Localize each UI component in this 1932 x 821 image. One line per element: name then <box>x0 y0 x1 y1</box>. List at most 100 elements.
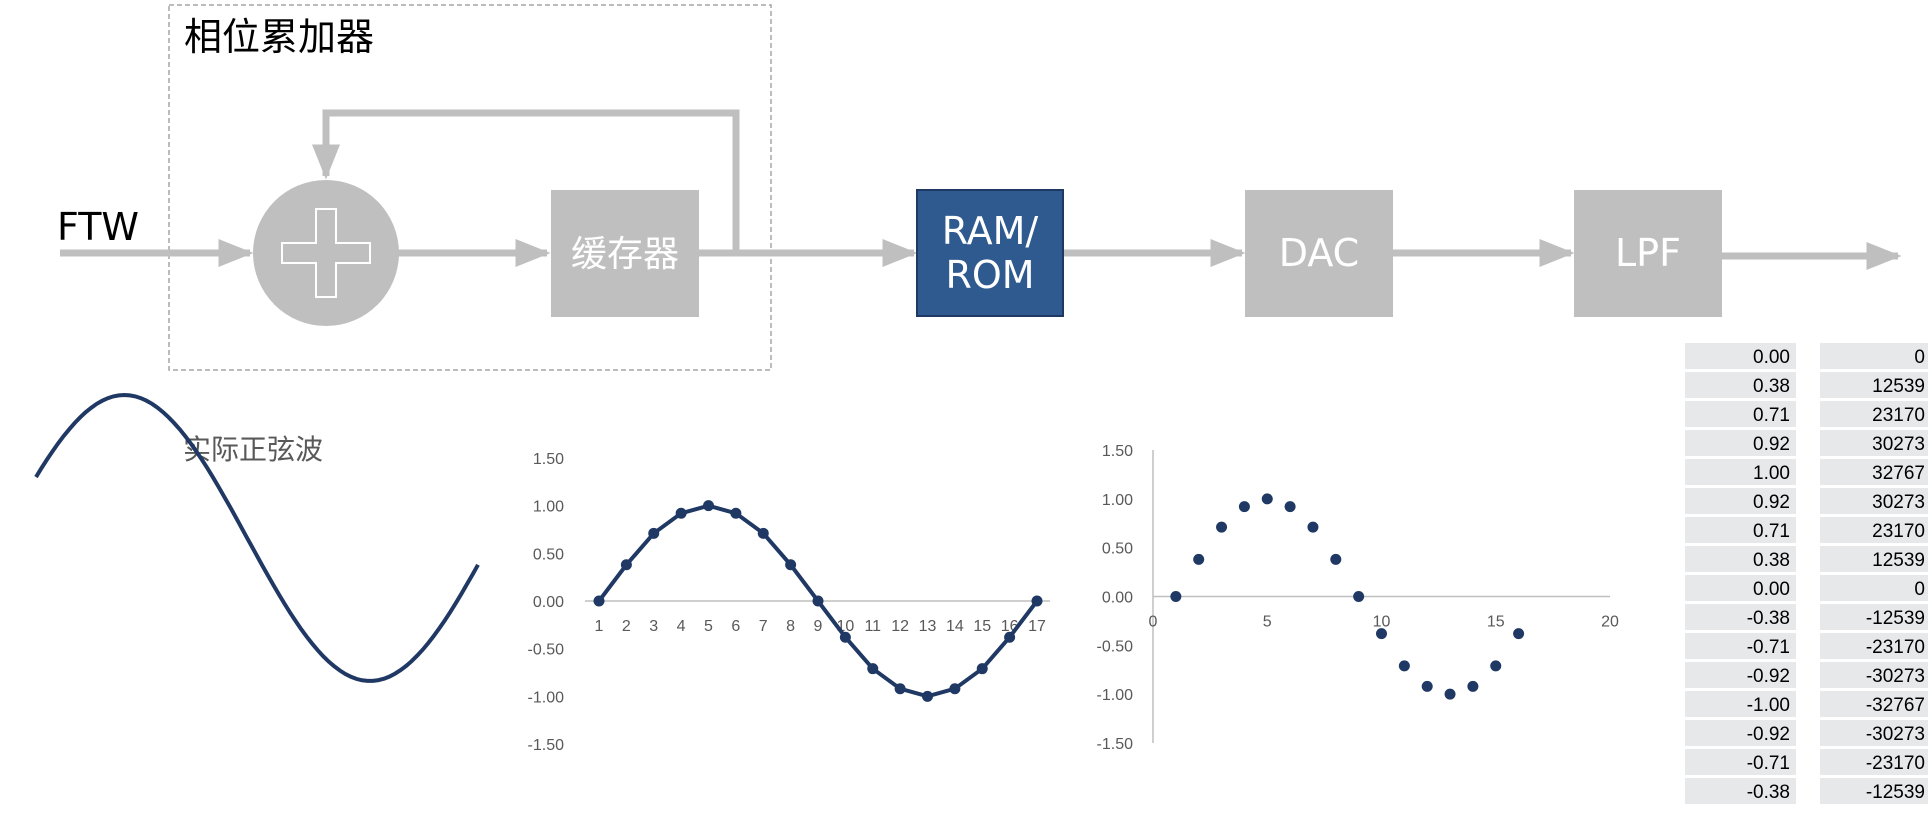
x-tick-label: 2 <box>622 618 631 635</box>
table-cell: -12539 <box>1866 782 1925 803</box>
table-cell: 12539 <box>1872 376 1925 397</box>
table-cell: 0.00 <box>1753 579 1790 600</box>
table-cell: -0.38 <box>1747 608 1790 629</box>
ram-rom-label-line2: ROM <box>945 253 1034 297</box>
data-point <box>1238 501 1250 513</box>
data-point <box>1193 553 1205 565</box>
table-cell-bg <box>1685 430 1796 456</box>
x-tick-label: 12 <box>891 618 909 635</box>
table-cell: 0 <box>1914 347 1925 368</box>
data-point <box>1444 688 1456 700</box>
table-cell: -0.92 <box>1747 666 1790 687</box>
table-cell-bg <box>1685 517 1796 543</box>
table-cell: 0 <box>1914 579 1925 600</box>
table-cell: 12539 <box>1872 550 1925 571</box>
table-cell-bg <box>1820 575 1928 601</box>
table-cell-bg <box>1685 401 1796 427</box>
table-cell-bg <box>1685 749 1796 775</box>
adder-circle <box>253 180 399 326</box>
table-cell: -0.71 <box>1747 637 1790 658</box>
data-point <box>675 507 687 519</box>
data-point <box>1490 660 1502 672</box>
y-tick-label: -1.50 <box>528 737 565 754</box>
table-cell-bg <box>1820 372 1928 398</box>
data-point <box>620 559 632 571</box>
table-cell-bg <box>1685 459 1796 485</box>
x-tick-label: 1 <box>595 618 604 635</box>
y-tick-label: -1.50 <box>1097 736 1134 753</box>
normalized-table: 0.000.380.710.921.000.920.710.380.00-0.3… <box>1685 343 1796 804</box>
table-cell-bg <box>1820 546 1928 572</box>
data-point <box>1330 553 1342 565</box>
data-point <box>1421 680 1433 692</box>
data-point <box>1398 660 1410 672</box>
table-cell: 23170 <box>1872 405 1925 426</box>
table-cell: -0.71 <box>1747 753 1790 774</box>
table-cell: -12539 <box>1866 608 1925 629</box>
data-point <box>703 500 714 512</box>
x-tick-label: 20 <box>1601 614 1619 631</box>
y-tick-label: 1.00 <box>533 499 564 516</box>
dac-label: DAC <box>1279 231 1359 275</box>
x-tick-label: 3 <box>649 618 658 635</box>
table-cell: -30273 <box>1866 724 1925 745</box>
table-cell-bg <box>1685 662 1796 688</box>
table-cell-bg <box>1685 720 1796 746</box>
table-cell: -1.00 <box>1747 695 1790 716</box>
table-cell-bg <box>1820 343 1928 369</box>
y-tick-label: 0.00 <box>533 594 564 611</box>
table-cell-bg <box>1820 430 1928 456</box>
y-tick-label: -1.00 <box>1097 687 1134 704</box>
table-cell-bg <box>1685 343 1796 369</box>
table-cell-bg <box>1685 604 1796 630</box>
table-cell-bg <box>1685 546 1796 572</box>
table-cell-bg <box>1820 749 1928 775</box>
table-cell-bg <box>1685 372 1796 398</box>
feedback-arrow <box>312 109 740 253</box>
analog-sine-curve <box>34 392 480 683</box>
accumulator-boundary <box>168 4 772 371</box>
x-tick-label: 5 <box>704 618 713 635</box>
data-point <box>1261 493 1273 505</box>
table-cell: 30273 <box>1872 492 1925 513</box>
accumulator-title: 相位累加器 <box>184 15 374 59</box>
lpf-label: LPF <box>1615 231 1681 275</box>
x-tick-label: 10 <box>1373 614 1391 631</box>
data-point <box>922 690 933 702</box>
table-cell: -0.38 <box>1747 782 1790 803</box>
x-tick-label: 4 <box>677 618 686 635</box>
table-cell: 30273 <box>1872 434 1925 455</box>
y-tick-label: -1.00 <box>528 689 565 706</box>
table-cell: 0.38 <box>1753 550 1790 571</box>
ftw-label: FTW <box>57 205 139 249</box>
buffer-block <box>551 190 699 317</box>
data-point <box>812 595 824 607</box>
table-cell-bg <box>1820 778 1928 804</box>
table-cell-bg <box>1820 691 1928 717</box>
table-cell-bg <box>1820 401 1928 427</box>
data-point <box>1284 501 1296 513</box>
data-point <box>894 683 906 695</box>
table-cell-bg <box>1820 720 1928 746</box>
x-tick-label: 15 <box>973 618 991 635</box>
y-tick-label: 0.00 <box>1102 590 1133 607</box>
table-cell: 0.92 <box>1753 434 1790 455</box>
table-cell: -30273 <box>1866 666 1925 687</box>
x-tick-label: 13 <box>919 618 937 635</box>
ram-rom-block <box>916 189 1064 317</box>
table-cell-bg <box>1685 691 1796 717</box>
table-cell: -32767 <box>1866 695 1925 716</box>
data-point <box>648 527 660 539</box>
table-cell: -0.92 <box>1747 724 1790 745</box>
table-cell: -23170 <box>1866 753 1925 774</box>
data-point <box>1307 521 1319 533</box>
x-tick-label: 6 <box>731 618 740 635</box>
table-cell-bg <box>1685 488 1796 514</box>
plus-icon <box>281 208 371 298</box>
y-tick-label: 0.50 <box>1102 541 1133 558</box>
x-tick-label: 17 <box>1028 618 1046 635</box>
table-cell: 0.92 <box>1753 492 1790 513</box>
y-tick-label: 0.50 <box>533 546 564 563</box>
